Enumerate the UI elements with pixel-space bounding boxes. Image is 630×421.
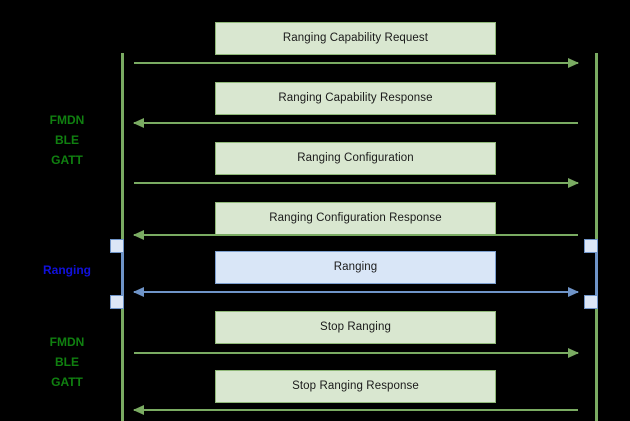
message-arrow-ranging-capability-response	[133, 118, 578, 128]
message-arrow-ranging-configuration	[134, 178, 579, 188]
message-box-ranging-configuration: Ranging Configuration	[215, 142, 496, 175]
activation-right-start	[584, 239, 598, 253]
message-box-stop-ranging: Stop Ranging	[215, 311, 496, 344]
activation-bar-left	[121, 246, 124, 302]
activation-bar-right	[595, 246, 598, 302]
arrow-shaft	[134, 352, 578, 354]
arrow-head-right	[568, 348, 579, 358]
arrow-shaft	[134, 62, 578, 64]
arrow-shaft	[134, 291, 578, 293]
lifeline-right	[595, 53, 598, 421]
phase-label-fmdn-ble-gatt-top: FMDN BLE GATT	[49, 113, 85, 167]
activation-left-start	[110, 239, 124, 253]
message-box-stop-ranging-response: Stop Ranging Response	[215, 370, 496, 403]
message-box-ranging-configuration-response: Ranging Configuration Response	[215, 202, 496, 235]
arrow-head-right	[568, 58, 579, 68]
arrow-head-right	[568, 287, 579, 297]
message-arrow-stop-ranging	[134, 348, 579, 358]
message-arrow-stop-ranging-response	[133, 405, 578, 415]
arrow-head-right	[568, 178, 579, 188]
message-box-ranging-capability-request: Ranging Capability Request	[215, 22, 496, 55]
activation-left-end	[110, 295, 124, 309]
message-arrow-ranging-capability-request	[134, 58, 579, 68]
arrow-head-left	[133, 230, 144, 240]
message-arrow-ranging-configuration-response	[133, 230, 578, 240]
arrow-head-left	[133, 118, 144, 128]
message-box-ranging-capability-response: Ranging Capability Response	[215, 82, 496, 115]
phase-label-fmdn-ble-gatt-bottom: FMDN BLE GATT	[49, 335, 85, 389]
lifeline-left	[121, 53, 124, 421]
message-box-ranging: Ranging	[215, 251, 496, 284]
arrow-head-left	[133, 287, 144, 297]
arrow-head-left	[133, 405, 144, 415]
phase-label-ranging: Ranging	[43, 263, 91, 277]
message-arrow-ranging	[133, 287, 579, 297]
arrow-shaft	[134, 234, 578, 236]
arrow-shaft	[134, 409, 578, 411]
activation-right-end	[584, 295, 598, 309]
arrow-shaft	[134, 122, 578, 124]
arrow-shaft	[134, 182, 578, 184]
